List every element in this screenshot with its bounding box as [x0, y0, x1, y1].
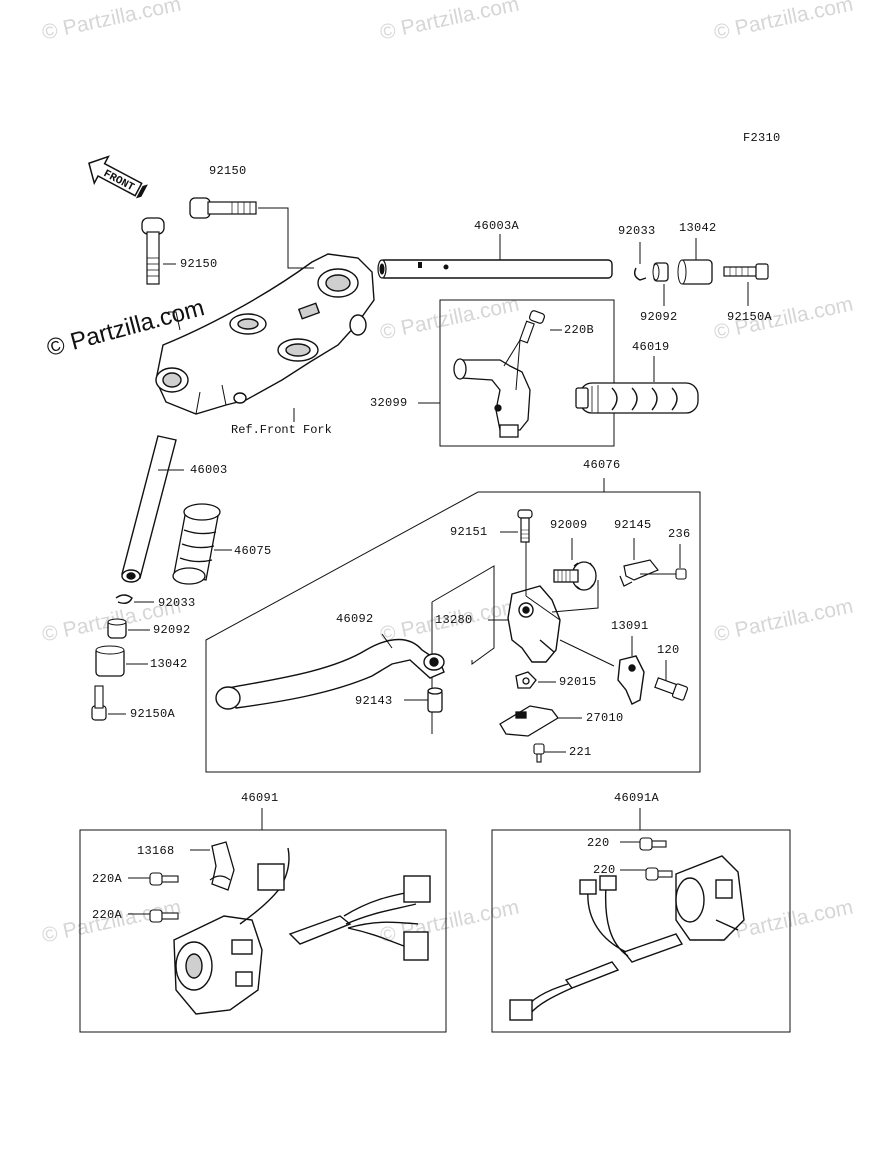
- part-label-27010: 27010: [586, 711, 624, 725]
- bracket-13168: [209, 841, 235, 891]
- right-handlebar-switch: [509, 855, 745, 1021]
- brake-assembly-box: [205, 491, 701, 773]
- bushing-92143: [427, 687, 443, 713]
- bolt-92150-top: [189, 197, 257, 219]
- leaders-220: [620, 841, 646, 871]
- part-label-92150: 92150: [180, 257, 218, 271]
- leader-92150-top: [258, 207, 314, 269]
- grip-46075: [172, 503, 221, 585]
- handlebar-46003: [121, 435, 177, 583]
- part-label-32099: 32099: [370, 396, 408, 410]
- part-label-92150A: 92150A: [727, 310, 773, 324]
- part-label-221: 221: [569, 745, 592, 759]
- bolt-92150A-left: [91, 685, 107, 721]
- part-label-92009: 92009: [550, 518, 588, 532]
- part-label-92033: 92033: [158, 596, 196, 610]
- part-label-220B: 220B: [564, 323, 595, 337]
- leaders-master-cylinder: [488, 540, 615, 667]
- part-label-46092: 46092: [336, 612, 374, 626]
- leaders-220A: [128, 877, 150, 915]
- switch-box-46091: [79, 829, 447, 1033]
- part-label-46076: 46076: [583, 458, 621, 472]
- screw-220B: [519, 310, 546, 344]
- leader-46092: [381, 633, 393, 649]
- grip-46019: [575, 382, 699, 414]
- weight-13042-right: [677, 259, 713, 285]
- screw-220-2: [645, 867, 673, 881]
- clamp-13091: [617, 655, 645, 705]
- screw-220A-2: [149, 909, 179, 923]
- switch-27010: [499, 705, 559, 737]
- part-label-46003A: 46003A: [474, 219, 520, 233]
- adjuster-92009: [553, 561, 597, 591]
- bolt-120: [654, 677, 689, 701]
- weight-13042-left: [95, 645, 125, 677]
- screw-236: [640, 568, 687, 580]
- part-label-92143: 92143: [355, 694, 393, 708]
- screw-220-1: [639, 837, 667, 851]
- part-label-220: 220: [587, 836, 610, 850]
- nut-92015: [515, 671, 537, 689]
- part-label-13042: 13042: [679, 221, 717, 235]
- master-cylinder-13280: [507, 585, 561, 663]
- front-direction-arrow: FRONT: [88, 155, 148, 199]
- diagram-code: F2310: [743, 131, 781, 145]
- part-label-46003: 46003: [190, 463, 228, 477]
- leaders-right-end: [639, 238, 749, 306]
- bolt-92150A-right: [723, 263, 769, 280]
- part-label-46091A: 46091A: [614, 791, 660, 805]
- switch-box-46091A: [491, 829, 791, 1033]
- throttle-box: [439, 299, 615, 447]
- part-label-236: 236: [668, 527, 691, 541]
- screw-220A-1: [149, 872, 179, 886]
- leader-92009: [551, 538, 599, 613]
- part-label-92145: 92145: [614, 518, 652, 532]
- brake-lever-46092: [215, 638, 445, 710]
- part-label-92150: 92150: [209, 164, 247, 178]
- part-label-13091: 13091: [611, 619, 649, 633]
- part-label-220: 220: [593, 863, 616, 877]
- screw-221: [533, 743, 545, 763]
- part-label-220A: 220A: [92, 872, 123, 886]
- part-label-92092: 92092: [640, 310, 678, 324]
- spring-92145: [619, 559, 659, 587]
- upper-triple-clamp: [155, 253, 375, 415]
- part-label-120: 120: [657, 643, 680, 657]
- throttle-pulley-32099: [453, 358, 531, 438]
- handlebar-46003A: [377, 259, 613, 279]
- part-label-92150A: 92150A: [130, 707, 176, 721]
- part-label-92151: 92151: [450, 525, 488, 539]
- bolt-92151: [517, 509, 533, 543]
- bolt-92150-left: [141, 217, 165, 285]
- reference-label: Ref.Front Fork: [231, 423, 332, 437]
- part-label-13042: 13042: [150, 657, 188, 671]
- collar-92092-left: [107, 618, 127, 639]
- part-label-46091: 46091: [241, 791, 279, 805]
- part-label-92015: 92015: [559, 675, 597, 689]
- circlip-92033-right: [633, 267, 647, 281]
- circlip-92033-left: [115, 594, 133, 605]
- leader-220B: [503, 329, 562, 391]
- part-label-13280: 13280: [435, 613, 473, 627]
- part-label-92033: 92033: [618, 224, 656, 238]
- part-label-46075: 46075: [234, 544, 272, 558]
- part-label-92092: 92092: [153, 623, 191, 637]
- leader-92150-left-2: [168, 311, 181, 331]
- collar-92092-right: [652, 262, 669, 282]
- left-handlebar-switch: [173, 847, 431, 1015]
- part-label-13168: 13168: [137, 844, 175, 858]
- part-label-46019: 46019: [632, 340, 670, 354]
- leaders-left-end: [108, 601, 154, 715]
- part-label-220A: 220A: [92, 908, 123, 922]
